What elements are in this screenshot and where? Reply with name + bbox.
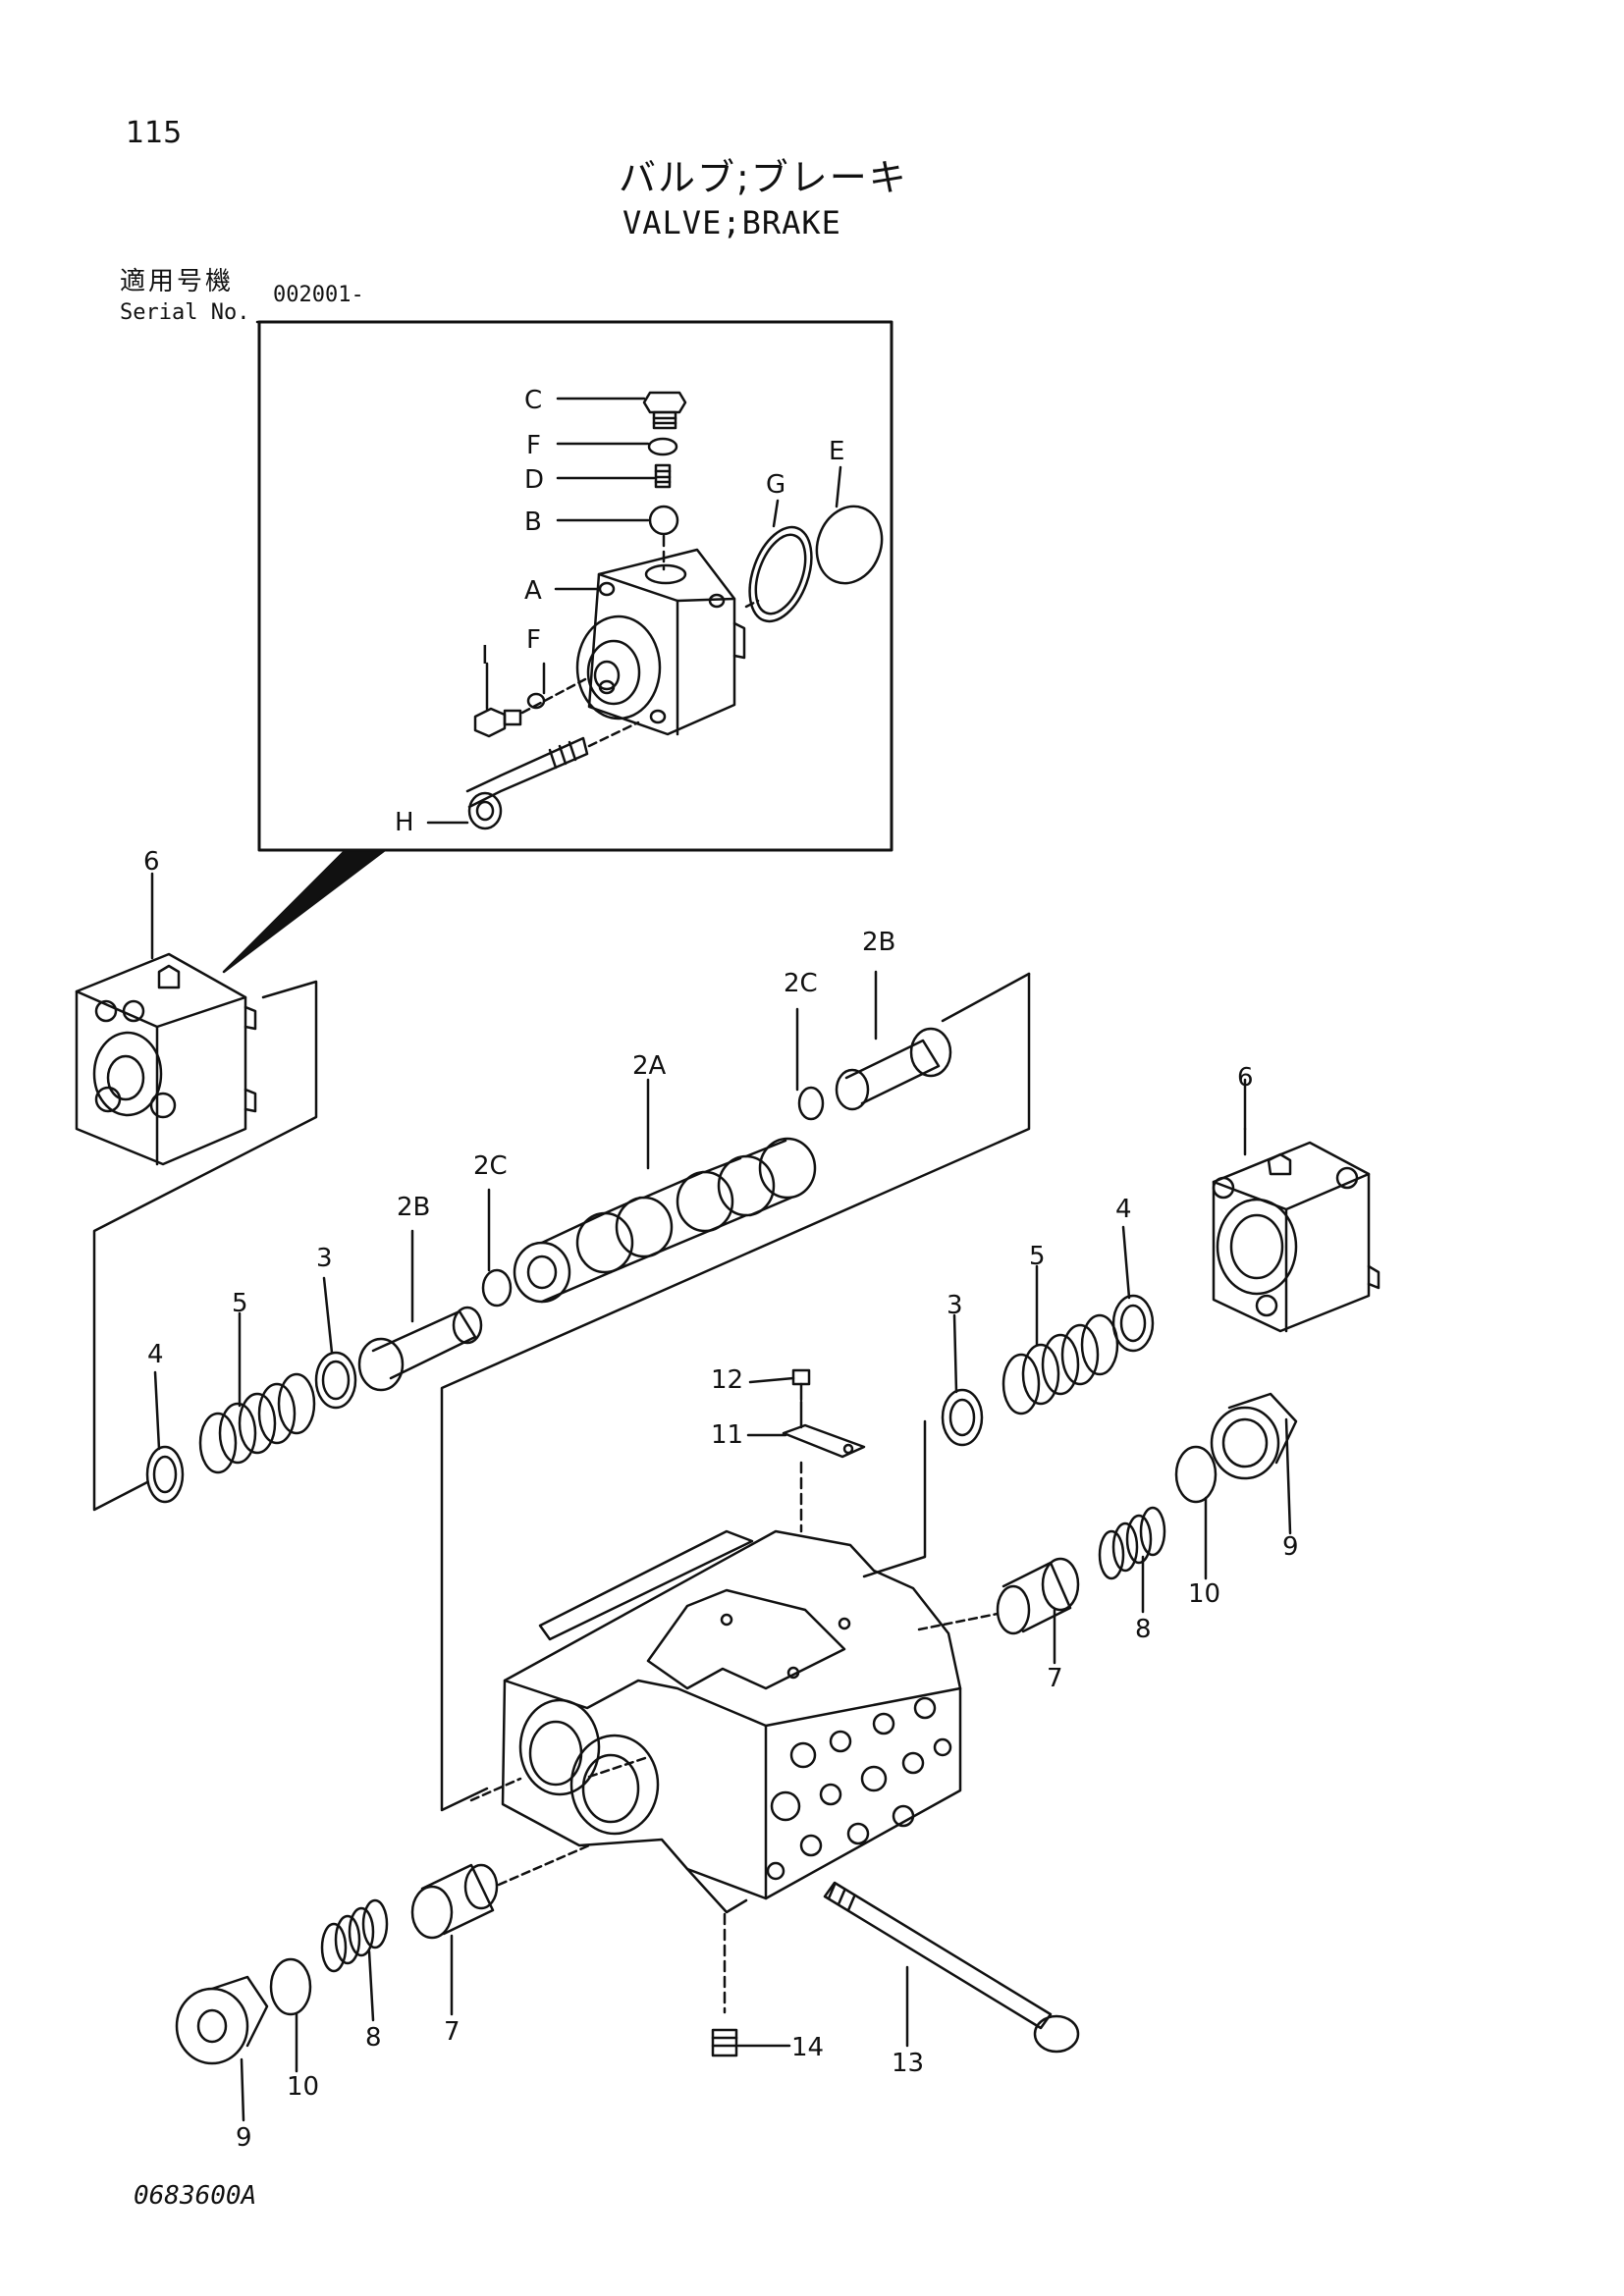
part-6-cover-right (1212, 1127, 1380, 1333)
part-g-oring (748, 525, 813, 623)
part-9-plug-right (1210, 1392, 1298, 1480)
label-10-right: 10 (1188, 1579, 1220, 1609)
label-5-left: 5 (232, 1289, 248, 1318)
part-7-piston-right (996, 1557, 1080, 1635)
part-a-housing (575, 548, 746, 736)
label-14: 14 (791, 2033, 824, 2062)
part-e-oring (815, 505, 884, 585)
label-6-right: 6 (1237, 1063, 1254, 1093)
label-9-right: 9 (1282, 1532, 1299, 1562)
label-11: 11 (711, 1420, 743, 1450)
part-13-tie-rod (823, 1881, 1080, 2054)
valve-body (501, 1529, 962, 1914)
part-c-bolt (642, 391, 687, 430)
serial-number-value: 002001- (273, 283, 364, 307)
part-9-plug-left (175, 1975, 269, 2065)
label-e: E (829, 437, 844, 466)
label-f-upper: F (526, 431, 541, 460)
part-2c-ring-left (481, 1268, 513, 1308)
label-4-left: 4 (147, 1340, 164, 1369)
label-c: C (524, 386, 542, 415)
label-7-right: 7 (1047, 1664, 1063, 1693)
part-4-washer-right (1111, 1294, 1155, 1353)
part-2c-ring-right (797, 1086, 825, 1121)
label-3-right: 3 (947, 1291, 963, 1320)
serial-label-japanese: 適用号機 (120, 267, 235, 296)
label-12: 12 (711, 1365, 743, 1395)
part-2a-spool (513, 1137, 817, 1304)
callout-labels: C F D B A F I H G E 6 6 2B 2C 2A 2C 2B 3… (143, 386, 1299, 2153)
part-3-washer-right (941, 1388, 984, 1447)
label-a: A (524, 576, 542, 606)
part-b-ball (648, 505, 679, 536)
label-2a: 2A (632, 1051, 667, 1081)
label-8-left: 8 (365, 2023, 382, 2053)
label-2b-left: 2B (397, 1193, 430, 1222)
label-7-left: 7 (444, 2017, 460, 2047)
title-japanese: バルブ;ブレーキ (619, 156, 908, 199)
title-english: VALVE;BRAKE (623, 204, 841, 241)
part-10-oring-left (269, 1957, 312, 2016)
label-i: I (481, 641, 489, 670)
part-8-spring-right (1098, 1506, 1166, 1580)
inset-pointer (222, 848, 387, 974)
label-h: H (395, 808, 414, 837)
assembly-frame-left (92, 972, 1031, 1812)
label-13: 13 (892, 2049, 924, 2078)
label-8-right: 8 (1135, 1615, 1152, 1644)
label-g: G (766, 470, 785, 500)
part-11-plate (782, 1400, 866, 1459)
label-b: B (524, 507, 542, 537)
part-6-cover-left (75, 872, 257, 1166)
page-number: 115 (126, 116, 183, 150)
part-10-oring-right (1174, 1445, 1218, 1504)
label-5-right: 5 (1029, 1242, 1046, 1271)
part-f-washer (647, 437, 678, 456)
part-14-plug (711, 2028, 738, 2057)
part-h-socket-bolt (465, 736, 589, 830)
label-2c-left: 2C (473, 1151, 508, 1181)
part-4-washer-left (145, 1445, 185, 1504)
label-2c-right: 2C (784, 969, 818, 998)
label-d: D (524, 465, 544, 495)
part-12-screw (791, 1368, 811, 1402)
part-2b-plug-left (357, 1306, 483, 1392)
label-f-lower: F (526, 625, 541, 655)
label-9-left: 9 (236, 2123, 252, 2153)
document-code: 0683600A (134, 2181, 257, 2211)
part-2b-plug-right (835, 1027, 952, 1111)
label-4-right: 4 (1115, 1195, 1132, 1224)
part-3-washer-left (314, 1351, 357, 1410)
label-3-left: 3 (316, 1244, 333, 1273)
part-d-spring (654, 463, 672, 489)
part-5-spring-left (198, 1372, 316, 1474)
serial-label-english: Serial No. (120, 300, 250, 325)
part-5-spring-right (1001, 1313, 1119, 1415)
detail-inset (222, 320, 893, 974)
part-8-spring-left (320, 1898, 389, 1973)
label-10-left: 10 (287, 2072, 319, 2102)
part-7-piston-left (410, 1863, 499, 1940)
label-6-left: 6 (143, 847, 160, 877)
label-2b-right: 2B (862, 928, 895, 957)
part-i-bolt (473, 707, 522, 738)
